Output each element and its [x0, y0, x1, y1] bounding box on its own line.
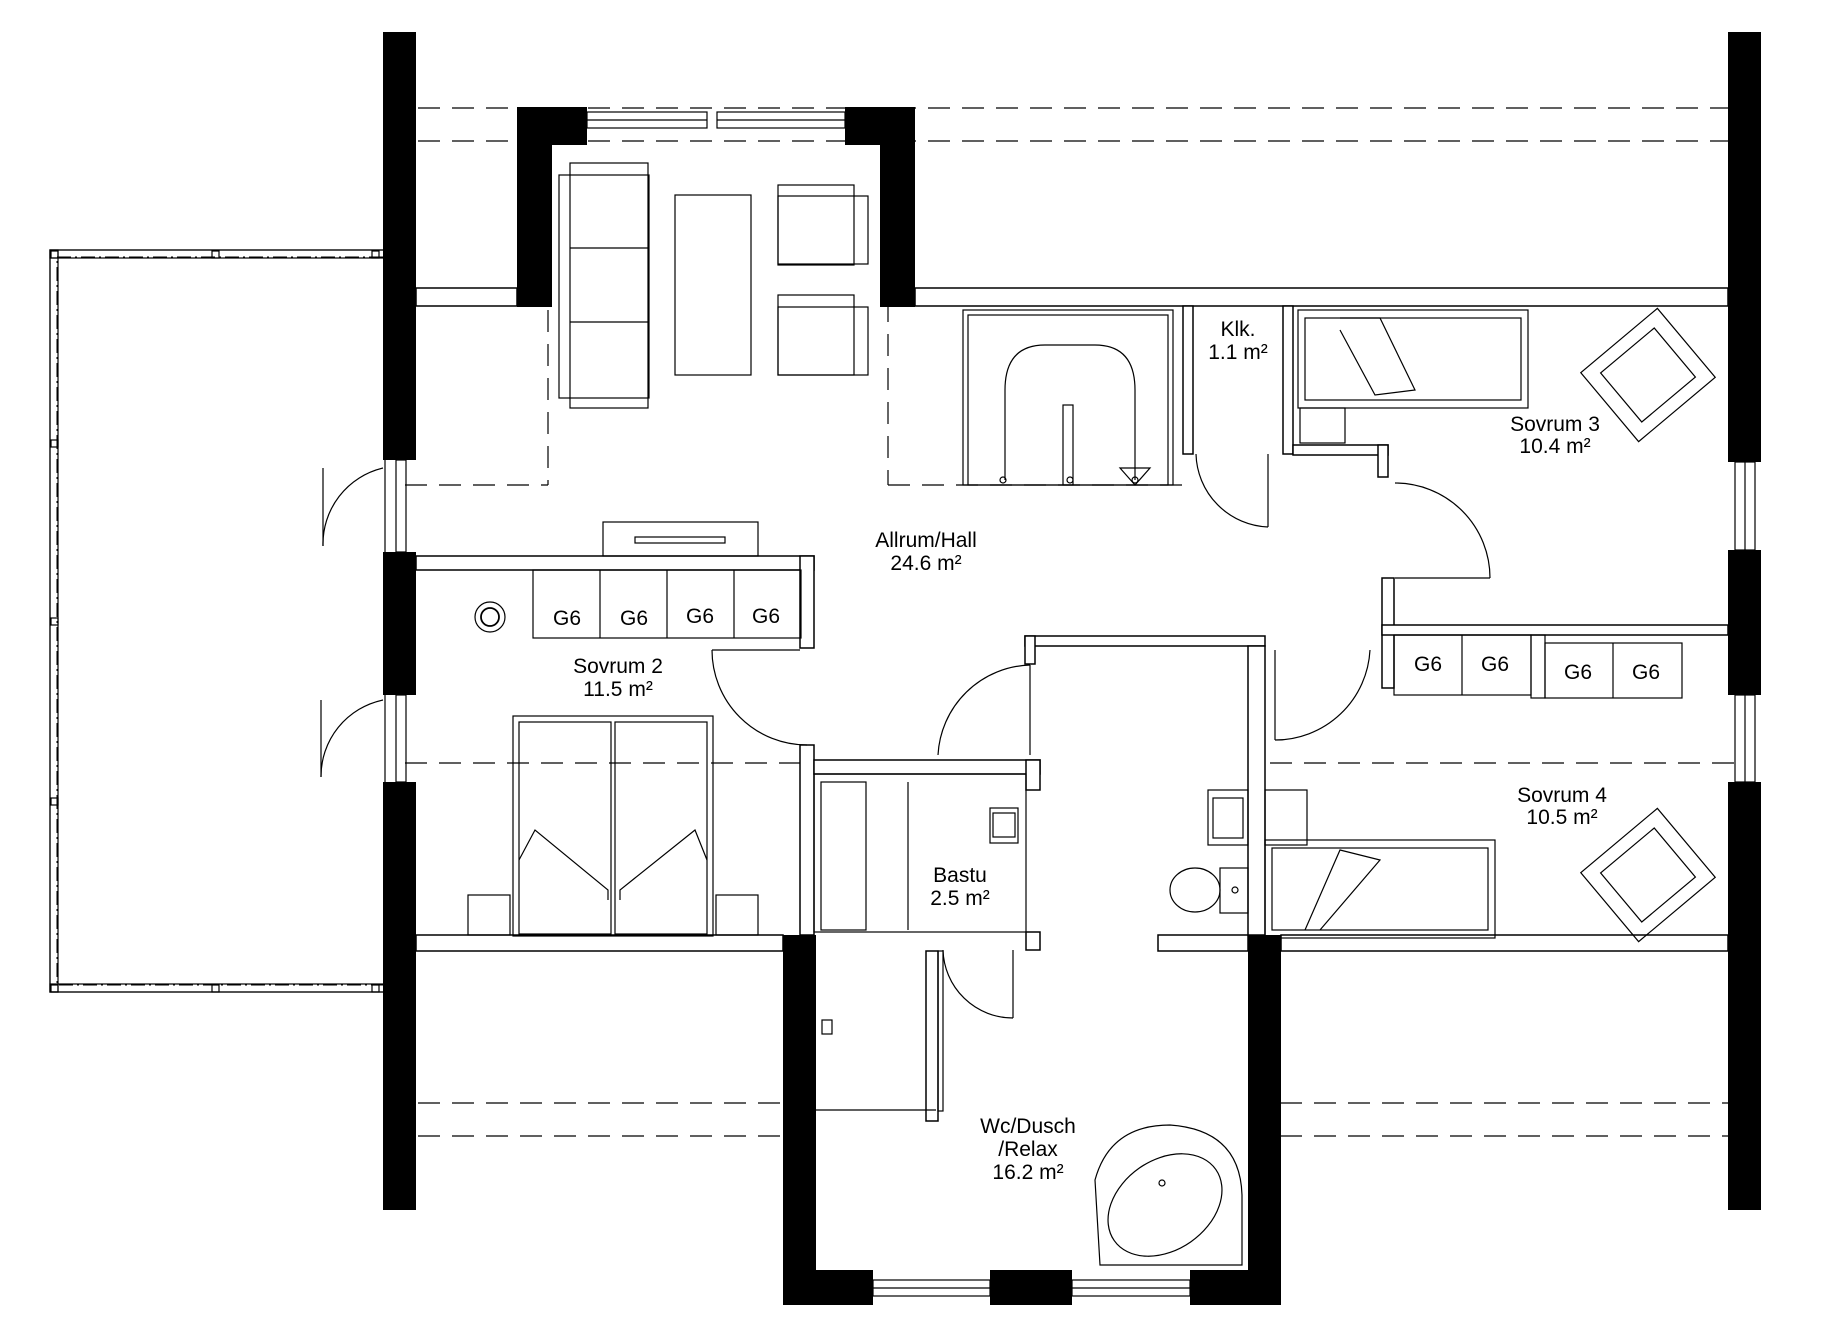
balcony [49, 249, 386, 993]
room-area-bastu: 2.5 m² [930, 887, 990, 910]
roof-slope-lines [405, 107, 1740, 1137]
room-name-sovrum3: Sovrum 3 [1510, 413, 1600, 436]
room-name-sovrum2: Sovrum 2 [573, 655, 663, 678]
interior-walls [415, 287, 1729, 1122]
doors [320, 453, 1491, 1019]
room-name-wc-line2: /Relax [998, 1138, 1058, 1161]
room-labels: Allrum/Hall 24.6 m² Klk. 1.1 m² Sovrum 3… [573, 318, 1607, 1184]
room-area-klk: 1.1 m² [1208, 341, 1268, 364]
room-area-allrum: 24.6 m² [890, 552, 961, 575]
stair [962, 309, 1174, 486]
wardrobe-label: G6 [1481, 653, 1509, 676]
room-area-wc: 16.2 m² [992, 1161, 1063, 1184]
room-name-bastu: Bastu [933, 864, 987, 887]
sauna [813, 773, 1027, 933]
wardrobe-label: G6 [752, 605, 780, 628]
wardrobe-label: G6 [1632, 661, 1660, 684]
sovrum34-wardrobes [1393, 634, 1683, 699]
room-name-allrum: Allrum/Hall [875, 529, 977, 552]
sovrum2-wardrobes [474, 521, 802, 639]
room-name-klk: Klk. [1220, 318, 1255, 341]
wardrobe-label: G6 [686, 605, 714, 628]
room-name-sovrum4: Sovrum 4 [1517, 784, 1607, 807]
sovrum2-bed [467, 715, 759, 937]
room-area-sovrum3: 10.4 m² [1519, 435, 1590, 458]
wardrobe-labels: G6 G6 G6 G6 G6 G6 G6 G6 [553, 605, 1660, 684]
sovrum3-furniture [1297, 307, 1717, 444]
sovrum4-furniture [1264, 807, 1717, 943]
wardrobe-label: G6 [553, 607, 581, 630]
bathroom-fixtures [816, 789, 1308, 1266]
living-furniture [558, 162, 869, 409]
room-area-sovrum2: 11.5 m² [583, 678, 653, 701]
wardrobe-label: G6 [1564, 661, 1592, 684]
room-area-sovrum4: 10.5 m² [1526, 806, 1597, 829]
room-name-wc-line1: Wc/Dusch [980, 1115, 1076, 1138]
exterior-walls [383, 32, 1761, 1305]
wardrobe-label: G6 [620, 607, 648, 630]
windows [395, 111, 1756, 1297]
wardrobe-label: G6 [1414, 653, 1442, 676]
